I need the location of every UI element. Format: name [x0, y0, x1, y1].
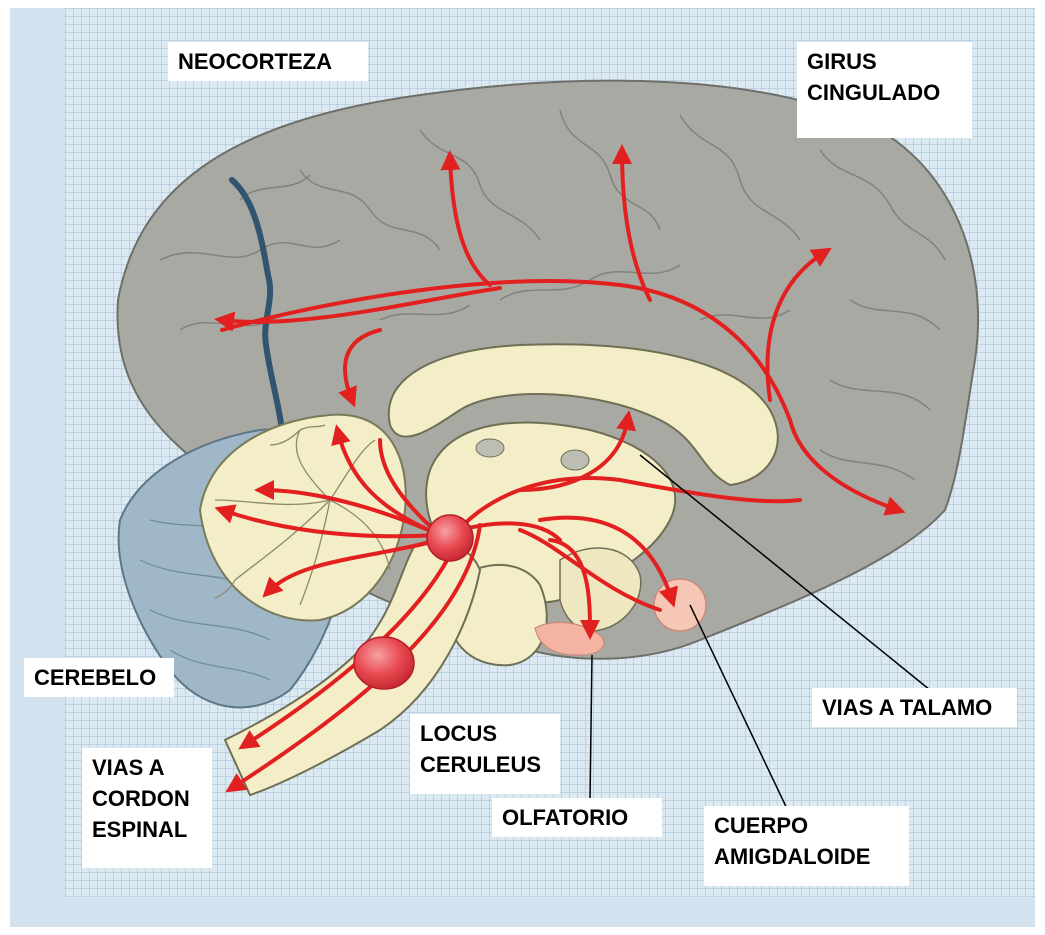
medullary-nucleus	[354, 637, 414, 689]
label-cerebelo: CEREBELO	[24, 658, 174, 697]
label-girus-line-2: CINGULADO	[807, 77, 962, 108]
fornix-node	[476, 439, 504, 457]
label-olfatorio: OLFATORIO	[492, 798, 662, 837]
label-neocorteza-line-1: NEOCORTEZA	[178, 46, 358, 77]
label-cuerpo-amigdaloide: CUERPO AMIGDALOIDE	[704, 806, 909, 886]
label-vias-cordon-espinal: VIAS A CORDON ESPINAL	[82, 748, 212, 868]
label-vias-cordon-line-2: CORDON	[92, 783, 202, 814]
label-olfatorio-line-1: OLFATORIO	[502, 802, 652, 833]
label-vias-cordon-line-3: ESPINAL	[92, 814, 202, 845]
label-locus-ceruleus: LOCUS CERULEUS	[410, 714, 560, 794]
label-vias-talamo: VIAS A TALAMO	[812, 688, 1017, 727]
intermediate-mass	[561, 450, 589, 470]
label-locus-line-2: CERULEUS	[420, 749, 550, 780]
label-cuerpo-line-1: CUERPO	[714, 810, 899, 841]
label-cuerpo-line-2: AMIGDALOIDE	[714, 841, 899, 872]
label-girus-cingulado: GIRUS CINGULADO	[797, 42, 972, 138]
leader-cuerpo	[690, 605, 790, 815]
label-neocorteza: NEOCORTEZA	[168, 42, 368, 81]
label-vias-cordon-line-1: VIAS A	[92, 752, 202, 783]
label-locus-line-1: LOCUS	[420, 718, 550, 749]
locus-ceruleus-nucleus	[427, 515, 473, 561]
label-girus-line-1: GIRUS	[807, 46, 962, 77]
label-vias-talamo-line-1: VIAS A TALAMO	[822, 692, 1007, 723]
leader-olfatorio	[590, 655, 592, 800]
label-cerebelo-line-1: CEREBELO	[34, 662, 164, 693]
